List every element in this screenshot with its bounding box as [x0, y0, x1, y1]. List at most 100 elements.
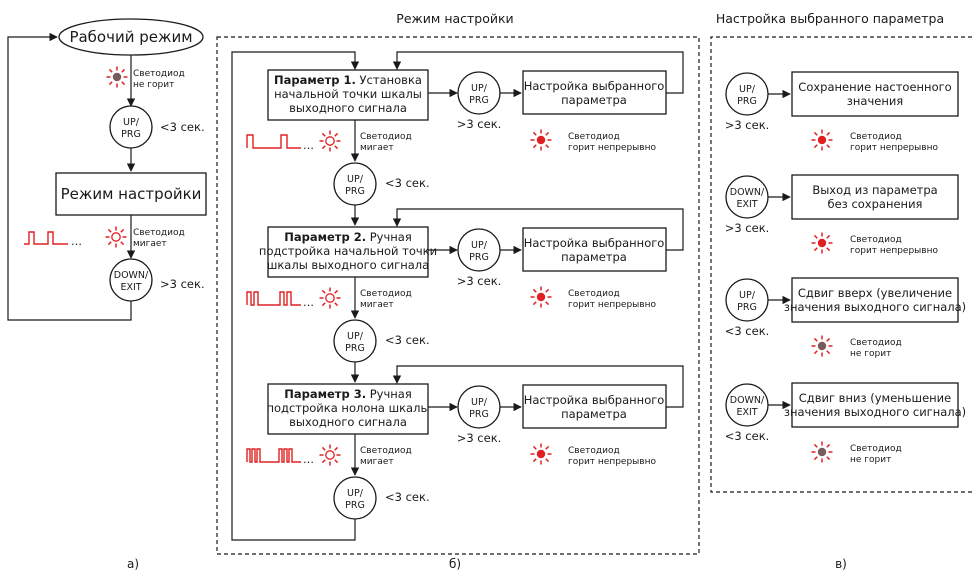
return-arrow	[7, 32, 132, 321]
led-label: Светодиод	[360, 132, 412, 142]
button-label: PRG	[345, 500, 365, 511]
button-label: PRG	[345, 343, 365, 354]
button-label: UP/	[471, 397, 488, 408]
led-label: Светодиод	[133, 228, 185, 238]
led-label: Светодиод	[850, 132, 902, 142]
param-line: выходного сигнала	[289, 415, 407, 429]
button-label: PRG	[469, 252, 489, 263]
press-time-label: <3 сек.	[725, 429, 770, 443]
press-time-label: >3 сек.	[160, 277, 205, 291]
param-box	[267, 383, 429, 435]
led-label: Светодиод	[360, 289, 412, 299]
setup-param-box	[522, 384, 667, 429]
press-time-label: <3 сек.	[385, 333, 430, 347]
press-time-label: >3 сек.	[725, 118, 770, 132]
blink-pulse-icon	[246, 134, 301, 149]
button-label: PRG	[469, 95, 489, 106]
loop-arrow	[231, 51, 360, 541]
action-item-4: DOWN/ EXIT <3 сек. Сдвиг вниз (уменьшени…	[725, 382, 966, 465]
action-label: Сдвиг вверх (увеличение	[798, 286, 952, 300]
return-arrow	[392, 51, 684, 94]
caption-a: а)	[127, 557, 139, 571]
press-time-label: >3 сек.	[457, 431, 502, 445]
press-time-label: >3 сек.	[457, 274, 502, 288]
button-label: UP/	[739, 84, 756, 95]
button-label: EXIT	[736, 199, 757, 210]
param-title: Параметр 2. Ручная	[284, 230, 412, 244]
button-label: EXIT	[120, 282, 141, 293]
setup-param-label: Настройка выбранного	[524, 79, 665, 93]
press-time-label: <3 сек.	[385, 176, 430, 190]
led-off-icon	[810, 334, 834, 358]
button-label: PRG	[469, 409, 489, 420]
led-blink-icon	[318, 129, 342, 153]
led-label: Светодиод	[850, 444, 902, 454]
led-blink-icon	[318, 286, 342, 310]
action-label: значения выходного сигнала)	[784, 300, 966, 314]
action-label: значения	[847, 94, 903, 108]
led-on-icon	[529, 442, 553, 466]
button-label: PRG	[737, 96, 757, 107]
param-title: Параметр 1. Установка	[274, 73, 422, 87]
blink-pulse-icon	[246, 291, 301, 306]
return-arrow	[392, 365, 684, 408]
param-line: начальной точки шкалы	[274, 87, 422, 101]
setup-mode-label: Режим настройки	[61, 185, 202, 203]
work-mode-label: Рабочий режим	[69, 28, 192, 46]
led-label: Светодиод	[850, 235, 902, 245]
press-time-label: <3 сек.	[725, 324, 770, 338]
action-box	[791, 71, 959, 117]
led-label: горит непрерывно	[568, 143, 656, 153]
panel-c: Настройка выбранного параметра в) UP/ PR…	[710, 11, 972, 571]
action-label: Выход из параметра	[812, 183, 937, 197]
button-label: PRG	[345, 186, 365, 197]
button-label: DOWN/	[730, 395, 765, 406]
button-label: UP/	[471, 240, 488, 251]
led-label: не горит	[850, 349, 891, 359]
setup-param-label: Настройка выбранного	[524, 236, 665, 250]
action-box	[791, 382, 959, 428]
panel-b-frame	[216, 36, 700, 555]
led-label: горит непрерывно	[850, 246, 938, 256]
led-blink-icon	[104, 225, 128, 249]
led-on-icon	[529, 285, 553, 309]
caption-b: б)	[449, 557, 461, 571]
button-label: UP/	[347, 174, 364, 185]
param-block-2: Параметр 2. Ручная подстройка начальной …	[246, 208, 684, 383]
param-line: выходного сигнала	[289, 101, 407, 115]
ellipsis: …	[303, 139, 314, 152]
led-label: горит непрерывно	[850, 143, 938, 153]
param-title: Параметр 3. Ручная	[284, 387, 412, 401]
param-block-3: Параметр 3. Ручная подстройка нолона шка…	[246, 365, 684, 520]
action-label: Сохранение настоенного	[798, 80, 951, 94]
led-label: мигает	[360, 300, 394, 310]
led-on-icon	[810, 231, 834, 255]
panel-a: Рабочий режим Светодиод не горит UP/ PRG…	[7, 18, 207, 571]
caption-c: в)	[835, 557, 847, 571]
led-label: Светодиод	[133, 69, 185, 79]
led-label: не горит	[850, 455, 891, 465]
action-box	[791, 174, 959, 220]
param-line: шкалы выходного сигнала	[267, 258, 429, 272]
led-label: Светодиод	[568, 446, 620, 456]
press-time-label: <3 сек.	[385, 490, 430, 504]
led-label: мигает	[360, 143, 394, 153]
press-time-label: >3 сек.	[457, 117, 502, 131]
ellipsis: …	[303, 453, 314, 466]
press-time-label: >3 сек.	[725, 221, 770, 235]
led-label: Светодиод	[568, 132, 620, 142]
led-label: Светодиод	[850, 338, 902, 348]
setup-param-label: параметра	[561, 407, 627, 421]
button-label: DOWN/	[114, 270, 149, 281]
button-label: EXIT	[736, 407, 757, 418]
setup-param-box	[522, 70, 667, 115]
action-label: значения выходного сигнала)	[784, 405, 966, 419]
button-label: UP/	[347, 488, 364, 499]
param-line: подстройка начальной точки	[259, 244, 437, 258]
action-item-3: UP/ PRG <3 сек. Сдвиг вверх (увеличение …	[725, 277, 966, 359]
ellipsis: …	[71, 235, 82, 248]
param-block-1: Параметр 1. Установка начальной точки шк…	[246, 51, 684, 226]
button-label: UP/	[739, 290, 756, 301]
led-label: горит непрерывно	[568, 300, 656, 310]
